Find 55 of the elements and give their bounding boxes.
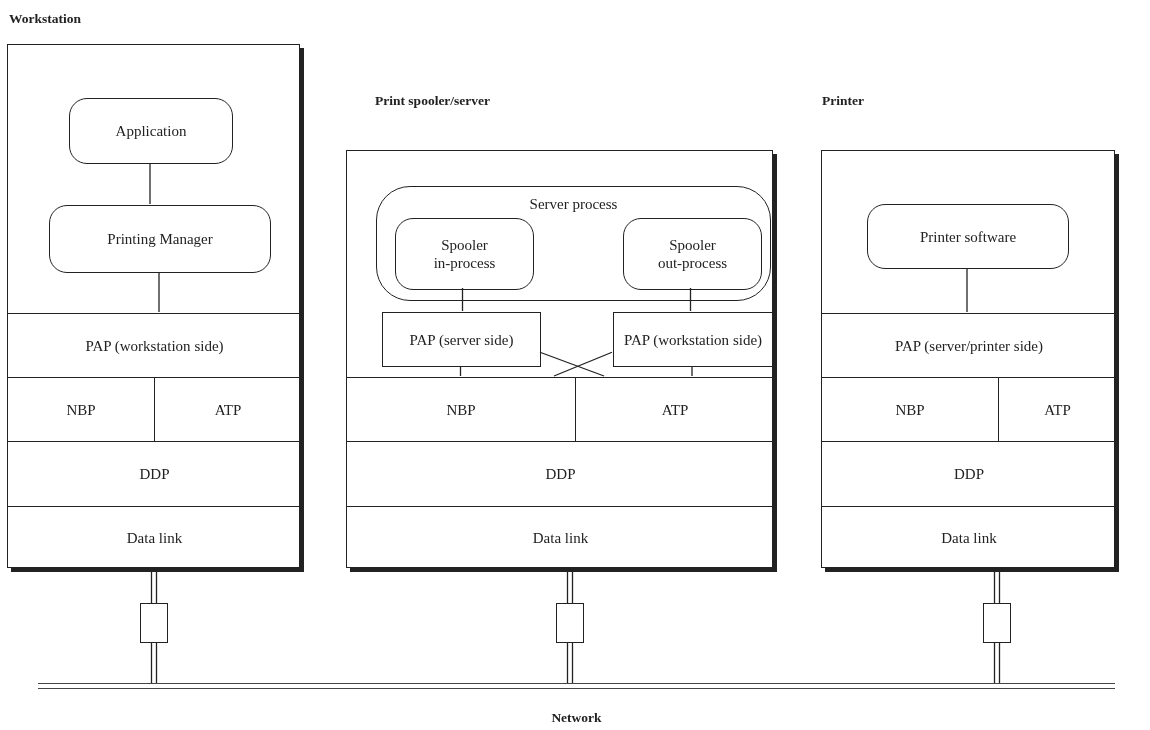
cable-line	[566, 642, 574, 684]
node-label: NBP	[66, 400, 96, 419]
node-label: Data link	[532, 529, 589, 547]
node-label: ATP	[1044, 400, 1071, 419]
node-label: Spooler in-process	[432, 236, 497, 272]
node-label: Printing Manager	[107, 230, 213, 248]
protocol-box	[613, 312, 773, 367]
device-heading: Print spooler/server	[375, 93, 491, 109]
node-label: DDP	[139, 465, 170, 483]
connector-line	[539, 351, 605, 377]
network-label: Network	[551, 710, 602, 726]
node-label: Server process	[529, 195, 618, 213]
process-box	[69, 98, 233, 164]
node-label: DDP	[954, 465, 984, 483]
connector-line	[149, 162, 151, 205]
node-label: DDP	[545, 465, 576, 483]
connector-line	[689, 287, 692, 312]
process-box	[395, 218, 534, 290]
node-label: Spooler out-process	[656, 236, 729, 272]
process-box	[623, 218, 762, 290]
connector-line	[461, 287, 464, 312]
protocol-layer	[154, 377, 301, 441]
connector-line	[966, 267, 968, 313]
device-heading: Workstation	[9, 11, 81, 27]
node-label: PAP (workstation side)	[623, 330, 763, 349]
node-label: ATP	[214, 400, 242, 419]
node-label: PAP (server/printer side)	[894, 336, 1044, 355]
node-label: Printer software	[919, 227, 1017, 246]
process-box	[867, 204, 1069, 269]
connector-line	[459, 365, 462, 377]
cable-line	[993, 571, 1001, 604]
node-label: NBP	[446, 400, 476, 419]
process-group-box	[376, 186, 771, 301]
node-label: Application	[115, 122, 187, 140]
connector-line	[158, 271, 160, 313]
node-label: NBP	[895, 400, 925, 419]
transceiver-box	[983, 603, 1011, 643]
protocol-box	[382, 312, 541, 367]
cable-line	[150, 571, 158, 604]
cable-line	[150, 642, 158, 684]
connector-line	[553, 351, 613, 377]
node-label: ATP	[661, 400, 689, 419]
node-label: PAP (server side)	[409, 330, 514, 349]
cable-line	[993, 642, 1001, 684]
transceiver-box	[556, 603, 584, 643]
transceiver-box	[140, 603, 168, 643]
cable-line	[566, 571, 574, 604]
node-label: PAP (workstation side)	[85, 336, 224, 355]
node-label: Data link	[941, 529, 997, 547]
protocol-layer	[998, 377, 1116, 441]
process-box	[49, 205, 271, 273]
connector-line	[691, 365, 693, 377]
protocol-layer	[575, 377, 774, 441]
device-heading: Printer	[822, 93, 864, 109]
node-label: Data link	[126, 529, 183, 547]
